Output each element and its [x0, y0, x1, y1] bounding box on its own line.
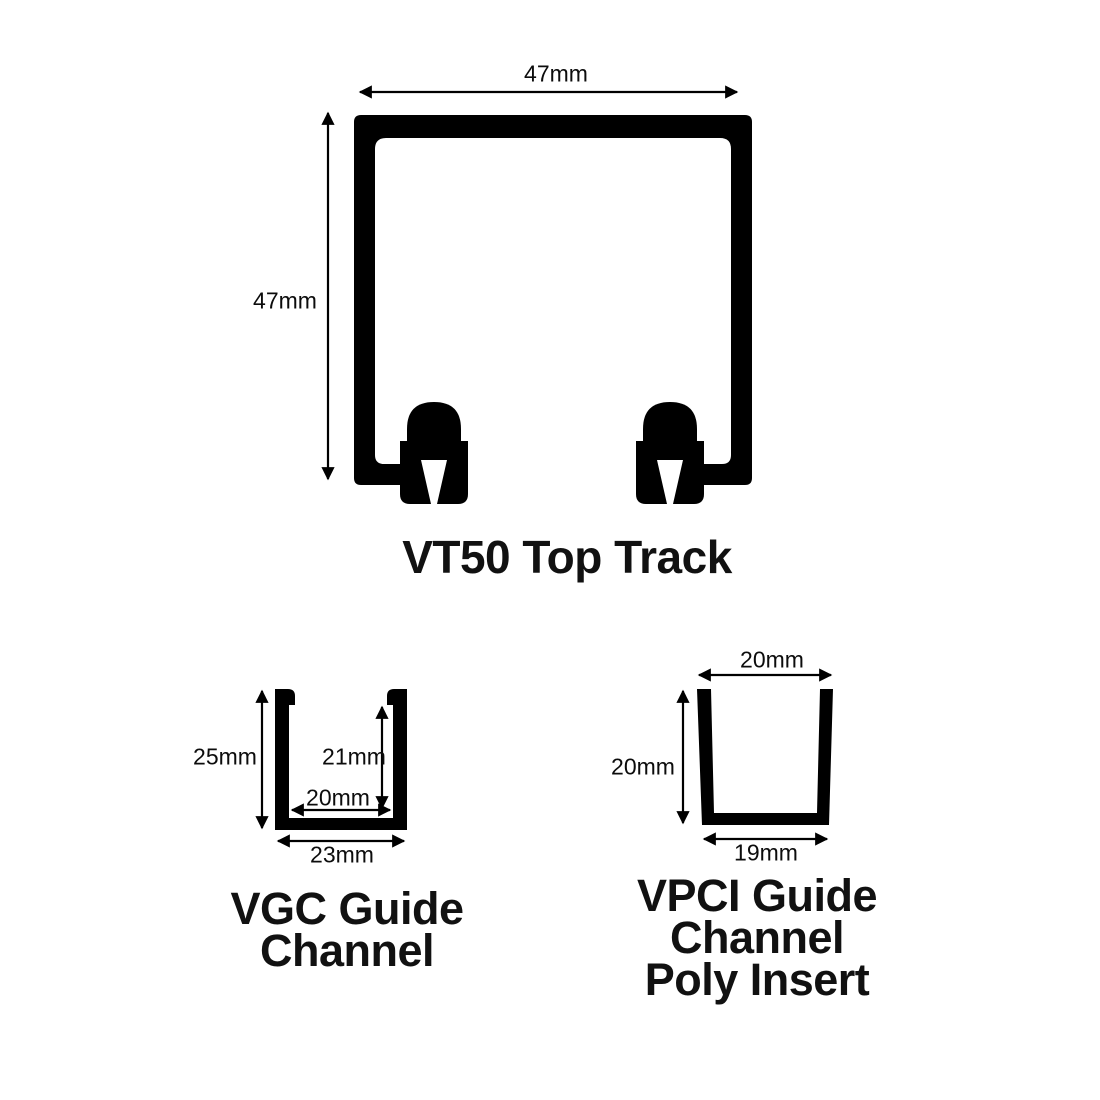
vgc-title-line-2: Channel	[259, 925, 435, 976]
vgc-profile-shape	[275, 689, 407, 830]
vpci-profile-shape	[697, 689, 833, 825]
vgc-outer-height-label: 25mm	[193, 743, 257, 770]
vt50-dimension-arrows	[321, 85, 739, 481]
vpci-insert	[697, 689, 833, 825]
vpci-height-label: 20mm	[611, 753, 675, 780]
vt50-title: VT50 Top Track	[402, 531, 732, 583]
vgc-dimension-arrows	[255, 689, 406, 848]
vt50-right-foot-dome	[643, 402, 697, 462]
vpci-dimension-arrows	[676, 668, 833, 846]
vpci-top-width-label: 20mm	[740, 646, 804, 673]
vpci-title-line-1: VPCI Guide	[636, 870, 878, 921]
vgc-outer-width-label: 23mm	[310, 841, 374, 868]
vgc-inner-height-label: 21mm	[322, 743, 386, 770]
vgc-inner-width-label: 20mm	[306, 784, 370, 811]
vt50-height-label: 47mm	[253, 287, 317, 314]
vgc-title: VGC Guide Channel	[230, 883, 464, 976]
vgc-channel	[275, 689, 407, 830]
vpci-title-line-3: Poly Insert	[644, 954, 870, 1005]
vt50-profile-shape	[354, 115, 752, 504]
vgc-title-line-1: VGC Guide	[230, 883, 464, 934]
vpci-title-line-2: Channel	[669, 912, 845, 963]
vt50-left-foot-notch	[421, 460, 447, 504]
vpci-bottom-width-label: 19mm	[734, 839, 798, 866]
vt50-right-foot-notch	[657, 460, 683, 504]
vpci-title: VPCI Guide Channel Poly Insert	[636, 870, 878, 1005]
vt50-left-foot-dome	[407, 402, 461, 462]
vt50-width-label: 47mm	[524, 60, 588, 87]
